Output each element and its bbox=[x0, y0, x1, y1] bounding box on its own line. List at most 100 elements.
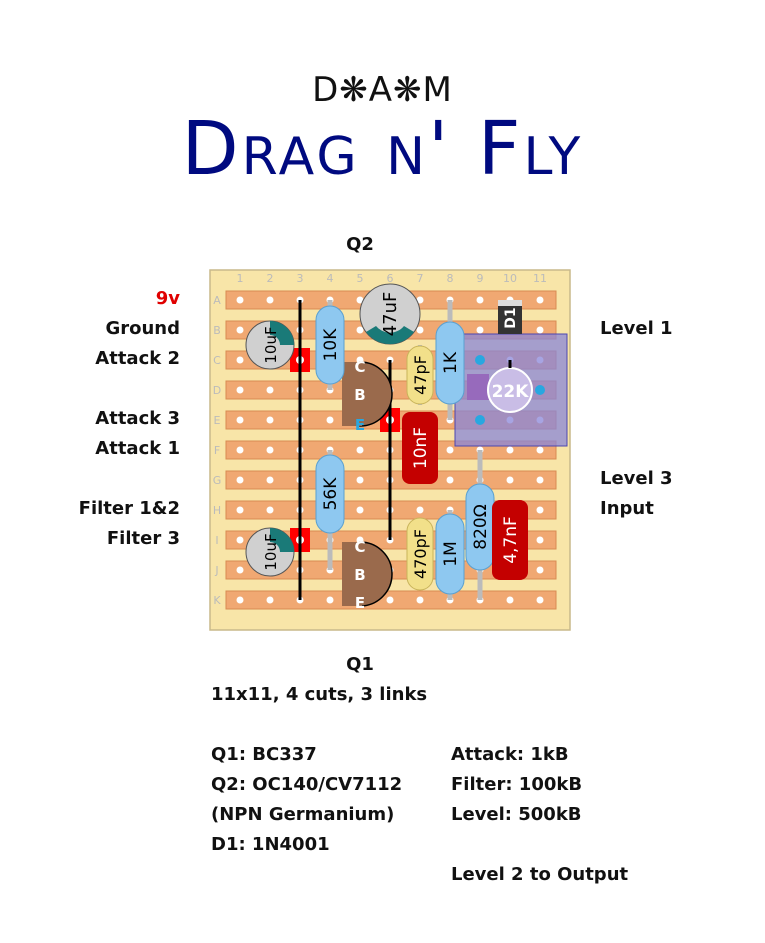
strip-hole bbox=[266, 386, 274, 394]
strip-hole bbox=[536, 536, 544, 544]
resistor-r2: 56K bbox=[315, 454, 345, 534]
column-label: 7 bbox=[417, 272, 424, 285]
svg-text:10uF: 10uF bbox=[262, 326, 280, 363]
strip-hole bbox=[236, 536, 244, 544]
svg-text:470pF: 470pF bbox=[411, 529, 430, 579]
side-label-right: Level 1 bbox=[600, 318, 673, 339]
svg-text:10uF: 10uF bbox=[262, 533, 280, 570]
column-label: 2 bbox=[267, 272, 274, 285]
svg-text:4,7nF: 4,7nF bbox=[501, 516, 521, 564]
row-label: K bbox=[213, 594, 221, 607]
transistor-q2 bbox=[359, 361, 393, 427]
column-label: 11 bbox=[533, 272, 547, 285]
strip-hole bbox=[356, 296, 364, 304]
q1-pin-c: C bbox=[354, 538, 365, 556]
info-line: (NPN Germanium) bbox=[211, 804, 395, 825]
info-line: Filter: 100kB bbox=[451, 774, 583, 795]
svg-text:820Ω: 820Ω bbox=[471, 504, 491, 549]
strip-hole bbox=[266, 506, 274, 514]
side-label-left: Attack 1 bbox=[95, 438, 180, 459]
strip-hole bbox=[416, 296, 424, 304]
q2-pin-e: E bbox=[355, 416, 365, 434]
strip-hole bbox=[416, 596, 424, 604]
row-label: A bbox=[213, 294, 221, 307]
info-line: Attack: 1kB bbox=[451, 744, 569, 765]
strip-hole bbox=[356, 476, 364, 484]
q1-label: Q1 bbox=[346, 654, 374, 675]
svg-text:10nF: 10nF bbox=[411, 427, 431, 469]
info-line: D1: 1N4001 bbox=[211, 834, 330, 855]
info-line: Level 2 to Output bbox=[451, 864, 629, 885]
strip-hole bbox=[506, 446, 514, 454]
row-label: F bbox=[214, 444, 220, 457]
info-line: Level: 500kB bbox=[451, 804, 582, 825]
capacitor-c6: 10nF bbox=[402, 412, 438, 484]
strip-hole bbox=[236, 476, 244, 484]
pot-hole bbox=[475, 355, 485, 365]
q1-pin-e: E bbox=[355, 594, 365, 612]
strip-hole bbox=[236, 326, 244, 334]
svg-text:10K: 10K bbox=[321, 328, 341, 362]
trimmer-label: 22K bbox=[492, 382, 530, 402]
column-label: 8 bbox=[447, 272, 454, 285]
strip-hole bbox=[326, 596, 334, 604]
q2-pin-b: B bbox=[354, 386, 365, 404]
strip-hole bbox=[236, 416, 244, 424]
side-label-right: Input bbox=[600, 498, 654, 519]
brand-logo: D❋A❋M bbox=[312, 70, 453, 110]
strip-hole bbox=[536, 326, 544, 334]
q1-pin-b: B bbox=[354, 566, 365, 584]
strip-hole bbox=[236, 446, 244, 454]
strip-hole bbox=[506, 476, 514, 484]
q2-pin-c: C bbox=[354, 358, 365, 376]
page-title: Drag n' Fly bbox=[181, 106, 584, 192]
info-line: Q2: OC140/CV7112 bbox=[211, 774, 403, 795]
strip-hole bbox=[266, 416, 274, 424]
strip-hole bbox=[326, 416, 334, 424]
side-label-left: Ground bbox=[105, 318, 180, 339]
strip-hole bbox=[536, 506, 544, 514]
strip-hole bbox=[416, 506, 424, 514]
row-label: C bbox=[213, 354, 221, 367]
side-label-left: 9v bbox=[155, 288, 180, 309]
strip-hole bbox=[386, 596, 394, 604]
resistor-r3: 1K bbox=[435, 321, 465, 405]
side-label-left: Attack 3 bbox=[95, 408, 180, 429]
strip-hole bbox=[236, 596, 244, 604]
pot-hole bbox=[535, 385, 545, 395]
pot-hole bbox=[475, 415, 485, 425]
strip-hole bbox=[266, 296, 274, 304]
svg-text:47uF: 47uF bbox=[380, 292, 401, 337]
capacitor-c2: 47uF bbox=[359, 283, 421, 345]
strip-hole bbox=[356, 326, 364, 334]
capacitor-c4: 47pF bbox=[406, 345, 434, 405]
strip-hole bbox=[236, 386, 244, 394]
side-label-left: Attack 2 bbox=[95, 348, 180, 369]
strip-hole bbox=[266, 446, 274, 454]
column-label: 10 bbox=[503, 272, 517, 285]
q2-label: Q2 bbox=[346, 234, 374, 255]
info-line bbox=[451, 834, 628, 864]
resistor-r4: 1M bbox=[435, 513, 465, 595]
row-label: H bbox=[213, 504, 221, 517]
strip-hole bbox=[536, 446, 544, 454]
info-line: Q1: BC337 bbox=[211, 744, 317, 765]
board-summary: 11x11, 4 cuts, 3 links bbox=[211, 684, 428, 705]
side-label-right: Level 3 bbox=[600, 468, 673, 489]
strip-hole bbox=[536, 596, 544, 604]
strip-hole bbox=[356, 446, 364, 454]
strip-hole bbox=[236, 506, 244, 514]
row-label: B bbox=[213, 324, 221, 337]
strip-hole bbox=[356, 506, 364, 514]
column-label: 6 bbox=[387, 272, 394, 285]
resistor-r5: 820Ω bbox=[465, 483, 495, 571]
row-label: D bbox=[213, 384, 221, 397]
row-label: J bbox=[214, 564, 218, 577]
svg-text:56K: 56K bbox=[321, 477, 341, 511]
column-label: 3 bbox=[297, 272, 304, 285]
strip-hole bbox=[536, 476, 544, 484]
strip-hole bbox=[476, 296, 484, 304]
